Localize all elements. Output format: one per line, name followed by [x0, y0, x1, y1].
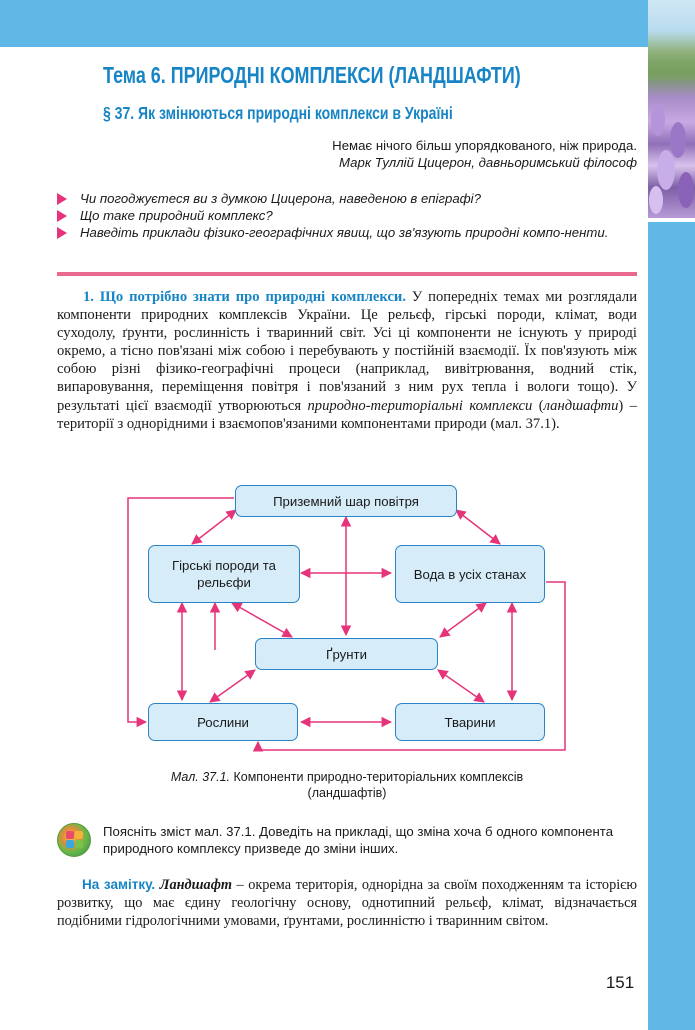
- box-soils: Ґрунти: [255, 638, 438, 670]
- question-item: Наведіть приклади фізико-географічних яв…: [57, 224, 637, 241]
- question-item: Чи погоджуєтеся ви з думкою Цицерона, на…: [57, 190, 637, 207]
- box-plants: Рослини: [148, 703, 298, 741]
- triangle-bullet-icon: [57, 193, 67, 205]
- note-term: Ландшафт: [159, 877, 233, 893]
- note-label: На замітку.: [82, 877, 156, 892]
- arrow-air-water: [455, 509, 501, 545]
- box-animals: Тварини: [395, 703, 545, 741]
- main-paragraph: 1. Що потрібно знати про природні компле…: [57, 289, 638, 432]
- task-text: Поясніть зміст мал. 37.1. Доведіть на пр…: [103, 824, 614, 856]
- top-color-band: [0, 0, 695, 47]
- box-water: Вода в усіх станах: [395, 545, 545, 603]
- triangle-bullet-icon: [57, 227, 67, 239]
- diagram-arrows: [127, 497, 566, 752]
- arrow-air-plants-loop: [127, 497, 234, 728]
- note-text: – окрема територія, однорідна за своїм п…: [57, 877, 638, 929]
- epigraph-quote: Немає нічого більш упорядкованого, ніж п…: [332, 138, 637, 153]
- epigraph: Немає нічого більш упорядкованого, ніж п…: [332, 137, 637, 171]
- question-item: Що таке природний комплекс?: [57, 207, 637, 224]
- topic-title: Тема 6. ПРИРОДНІ КОМПЛЕКСИ (ЛАНДШАФТИ): [103, 62, 521, 88]
- triangle-bullet-icon: [57, 210, 67, 222]
- arrow-air-rocks: [191, 509, 237, 545]
- box-rocks-relief: Гірські породи та рельєфи: [148, 545, 300, 603]
- crocus-flowers-photo: [648, 0, 695, 218]
- arrow-soils-animals: [437, 669, 485, 703]
- arrow-water-plants-loop: [252, 581, 566, 752]
- box-air-layer: Приземний шар повітря: [235, 485, 457, 517]
- components-diagram: Приземний шар повітря Гірські породи та …: [0, 470, 695, 770]
- section-title: § 37. Як змінюються природні комплекси в…: [103, 103, 453, 123]
- epigraph-author: Марк Туллій Цицерон, давньоримський філо…: [339, 155, 637, 170]
- note-paragraph: На замітку. Ландшафт – окрема територія,…: [57, 876, 637, 930]
- term-landscapes: ландшафти: [543, 397, 619, 414]
- puzzle-icon: [57, 823, 91, 857]
- page-number: 151: [605, 973, 635, 992]
- arrow-water-soils: [439, 602, 487, 638]
- section-divider: [57, 272, 637, 276]
- question-list: Чи погоджуєтеся ви з думкою Цицерона, на…: [57, 190, 637, 241]
- arrow-soils-plants: [209, 669, 256, 703]
- paragraph-heading: 1. Що потрібно знати про природні компле…: [83, 289, 406, 305]
- caption-label: Мал. 37.1.: [170, 770, 230, 784]
- arrow-rocks-soils: [231, 602, 293, 638]
- term-natural-complexes: природно-територіальні комплекси: [307, 397, 533, 414]
- caption-text: Компоненти природно-територіальних компл…: [230, 770, 524, 800]
- figure-caption: Мал. 37.1. Компоненти природно-територіа…: [130, 769, 564, 801]
- side-color-strip: [648, 222, 695, 1030]
